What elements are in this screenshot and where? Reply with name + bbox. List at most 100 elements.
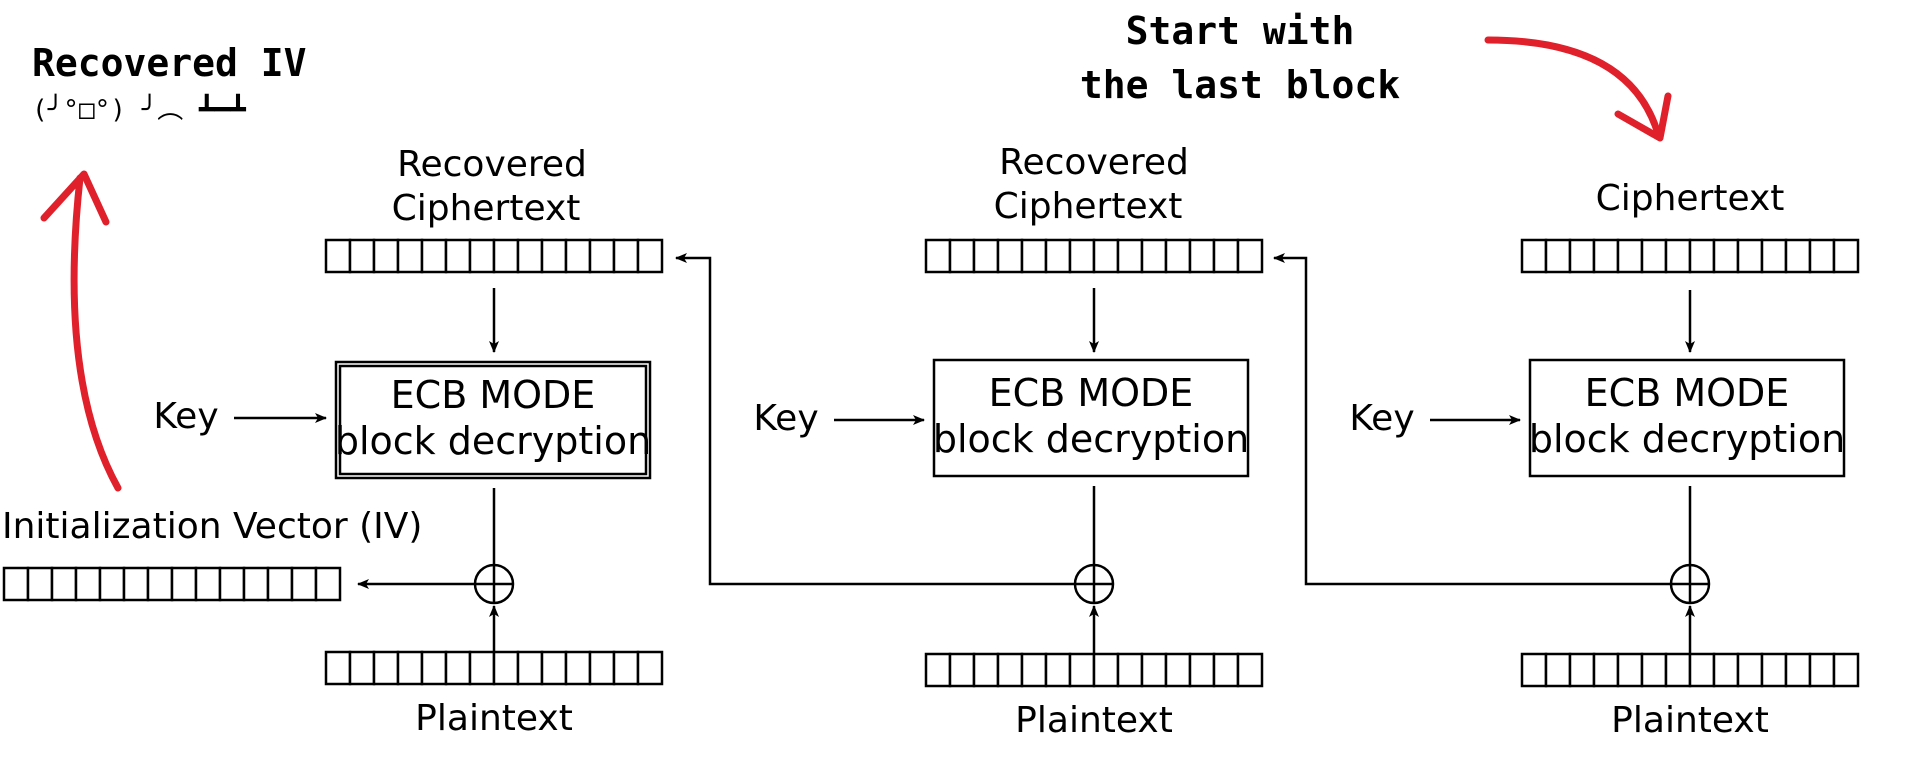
red-arrow-up-icon xyxy=(40,170,122,492)
register-cell xyxy=(540,238,568,274)
register-cell xyxy=(290,566,318,602)
register-cell xyxy=(1736,652,1764,688)
register-cell xyxy=(348,238,376,274)
register-cell xyxy=(1784,238,1812,274)
ciphertext-register xyxy=(924,238,1264,274)
register-cell xyxy=(170,566,198,602)
register-cell xyxy=(612,650,640,686)
register-cell xyxy=(420,238,448,274)
register-cell xyxy=(1212,652,1240,688)
register-cell xyxy=(996,238,1024,274)
start-note-line2: the last block xyxy=(1080,63,1400,107)
register-cell xyxy=(348,650,376,686)
register-cell xyxy=(516,650,544,686)
plaintext-label: Plaintext xyxy=(1015,700,1173,741)
register-cell xyxy=(1212,238,1240,274)
stage-3: Ciphertext Key ECB MODE block decryption… xyxy=(1349,178,1860,741)
register-cell xyxy=(1188,238,1216,274)
iv-label: Initialization Vector (IV) xyxy=(2,506,422,547)
register-cell xyxy=(1116,652,1144,688)
register-cell xyxy=(972,652,1000,688)
ciphertext-register xyxy=(1520,238,1860,274)
register-cell xyxy=(1544,652,1572,688)
register-cell xyxy=(444,650,472,686)
register-cell xyxy=(636,650,664,686)
key-label: Key xyxy=(153,396,218,437)
register-cell xyxy=(948,238,976,274)
register-cell xyxy=(266,566,294,602)
register-cell xyxy=(1236,652,1264,688)
register-cell xyxy=(146,566,174,602)
register-cell xyxy=(1164,652,1192,688)
register-cell xyxy=(1688,652,1716,688)
register-cell xyxy=(314,566,342,602)
ecb-box-line2: block decryption xyxy=(933,417,1249,461)
register-cell xyxy=(468,238,496,274)
register-cell xyxy=(74,566,102,602)
register-cell xyxy=(1664,238,1692,274)
register-cell xyxy=(444,238,472,274)
register-cell xyxy=(1092,238,1120,274)
recovered-iv-title: Recovered IV xyxy=(32,41,307,85)
register-cell xyxy=(1020,652,1048,688)
register-cell xyxy=(924,652,952,688)
register-cell xyxy=(1568,238,1596,274)
iv-register xyxy=(2,566,342,602)
register-cell xyxy=(1616,652,1644,688)
register-cell xyxy=(996,652,1024,688)
register-cell xyxy=(324,238,352,274)
register-cell xyxy=(122,566,150,602)
xor-icon xyxy=(473,563,515,605)
register-cell xyxy=(324,650,352,686)
register-cell xyxy=(1616,238,1644,274)
register-cell xyxy=(1520,652,1548,688)
register-cell xyxy=(1044,652,1072,688)
key-label: Key xyxy=(753,398,818,439)
register-cell xyxy=(26,566,54,602)
plaintext-register xyxy=(324,650,664,686)
register-cell xyxy=(1760,652,1788,688)
register-cell xyxy=(1808,238,1836,274)
register-cell xyxy=(564,650,592,686)
register-cell xyxy=(972,238,1000,274)
cipher-label-line2: Ciphertext xyxy=(392,188,581,229)
plaintext-label: Plaintext xyxy=(415,698,573,739)
register-cell xyxy=(492,238,520,274)
ecb-decryption-box-inner xyxy=(338,364,648,476)
cipher-label-line1: Recovered xyxy=(397,144,587,185)
register-cell xyxy=(1140,652,1168,688)
register-cell xyxy=(636,238,664,274)
register-cell xyxy=(588,238,616,274)
register-cell xyxy=(372,650,400,686)
start-note-line1: Start with xyxy=(1126,9,1355,53)
register-cell xyxy=(1236,238,1264,274)
ecb-decryption-box xyxy=(932,358,1250,478)
feedback-connector-1 xyxy=(675,253,1074,586)
register-cell xyxy=(372,238,400,274)
register-cell xyxy=(98,566,126,602)
register-cell xyxy=(1640,238,1668,274)
register-cell xyxy=(1068,652,1096,688)
register-cell xyxy=(1116,238,1144,274)
feedback-connector-2 xyxy=(1273,253,1670,586)
register-cell xyxy=(2,566,30,602)
register-cell xyxy=(540,650,568,686)
register-cell xyxy=(1188,652,1216,688)
register-cell xyxy=(1140,238,1168,274)
stage-1: Recovered Ciphertext Key ECB MODE block … xyxy=(153,144,664,739)
register-cell xyxy=(612,238,640,274)
stage-2: Recovered Ciphertext Key ECB MODE block … xyxy=(753,142,1264,741)
register-cell xyxy=(1832,238,1860,274)
register-cell xyxy=(1736,238,1764,274)
register-cell xyxy=(1760,238,1788,274)
ecb-box-line1: ECB MODE xyxy=(391,373,596,417)
register-cell xyxy=(1712,652,1740,688)
register-cell xyxy=(396,650,424,686)
register-cell xyxy=(1784,652,1812,688)
register-cell xyxy=(1568,652,1596,688)
ecb-box-line1: ECB MODE xyxy=(989,371,1194,415)
register-cell xyxy=(468,650,496,686)
register-cell xyxy=(1544,238,1572,274)
register-cell xyxy=(1640,652,1668,688)
register-cell xyxy=(1808,652,1836,688)
